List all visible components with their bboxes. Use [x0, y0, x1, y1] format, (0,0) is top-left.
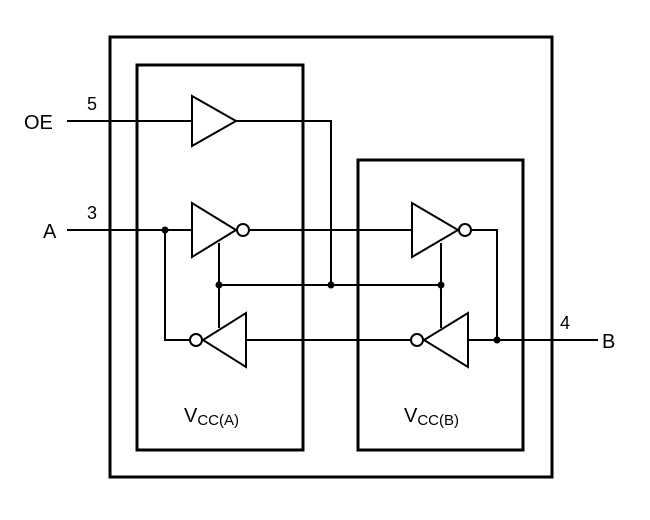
vcc-a-main: V	[184, 405, 198, 427]
wires	[67, 120, 598, 341]
vcc-b-label: VCC(B)	[404, 405, 459, 429]
b-to-a-inverter-b-side	[422, 311, 469, 369]
oe-label: OE	[24, 112, 53, 134]
a-to-b-inverter-a-side	[191, 201, 238, 259]
vcc-a-domain-box	[135, 63, 305, 452]
b-label: B	[602, 331, 615, 353]
b-pin-number: 4	[560, 313, 570, 333]
b-to-a-inverter-a-side	[201, 311, 247, 369]
oe-pin-number: 5	[87, 94, 97, 114]
vcc-a-sub: CC(A)	[197, 412, 239, 429]
a-pin-number: 3	[87, 203, 97, 223]
vcc-a-label: VCC(A)	[184, 405, 239, 429]
package-outline	[108, 35, 554, 479]
inverter-bubble	[458, 223, 472, 237]
junction-dot	[215, 281, 223, 289]
vcc-b-main: V	[404, 405, 418, 427]
junction-dot	[161, 226, 169, 234]
vcc-b-sub: CC(B)	[417, 412, 459, 429]
junction-dot	[493, 336, 501, 344]
a-to-b-inverter-b-side	[411, 201, 460, 259]
inverter-bubble	[189, 333, 203, 347]
inverter-bubble	[236, 223, 250, 237]
oe-buffer-gate	[191, 94, 239, 148]
inverter-bubble	[410, 333, 424, 347]
a-label: A	[43, 221, 57, 243]
junction-dot	[437, 281, 445, 289]
junction-dot	[327, 281, 335, 289]
vcc-b-domain-box	[356, 158, 525, 452]
